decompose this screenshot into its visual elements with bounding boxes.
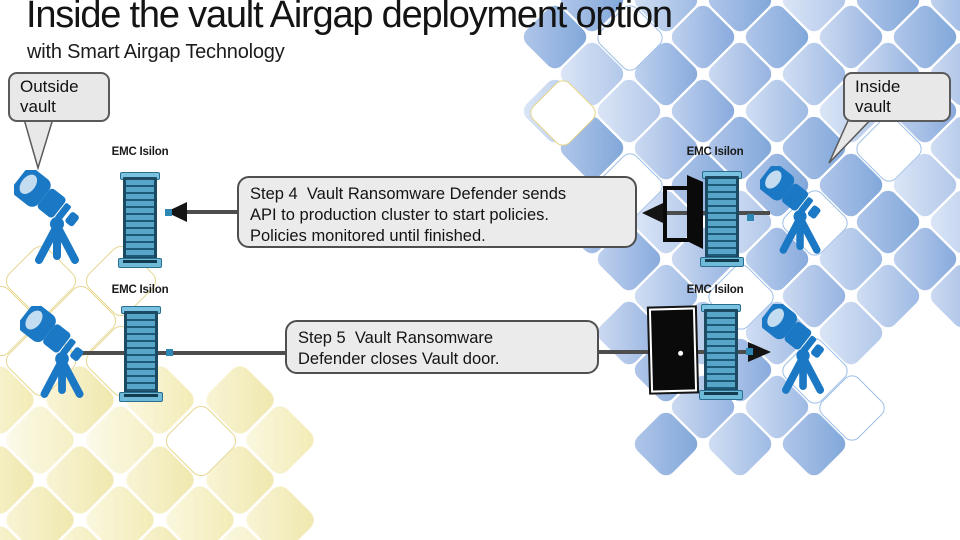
server-port [746,348,753,355]
step5-line2: Defender closes Vault door. [298,350,500,368]
door-knob [678,350,684,356]
callout-outside-vault-line2: vault [20,97,56,116]
server-label-production-row1: EMC Isilon [111,146,169,158]
page-subtitle: with Smart Airgap Technology [27,41,285,63]
server-icon-vault-row2 [698,304,753,400]
arrow-vault-to-step4-head [642,203,663,223]
server-icon-production-row2 [118,306,173,402]
server-base [119,392,163,402]
callout-outside-vault-line1: Outside [20,77,79,96]
vault-door-closed-icon [648,307,698,393]
step4-line2: API to production cluster to start polic… [250,206,549,224]
server-label-vault-row2: EMC Isilon [686,284,744,296]
step4-box: Step 4 Vault Ransomware Defender sends A… [237,176,637,248]
step4-line3: Policies monitored until finished. [250,227,486,245]
server-base [700,257,744,267]
telescope-icon-inside-row1 [760,166,821,254]
server-port [747,214,754,221]
callout-inside-vault-line1: Inside [855,77,901,96]
server-body [705,176,739,259]
callout-outside-vault: Outside vault [8,72,110,122]
server-label-vault-row1: EMC Isilon [686,146,744,158]
server-port [166,349,173,356]
arrow-step5-to-vault-head [748,342,771,362]
arrow-step4-to-production-head [166,202,187,222]
callout-inside-vault-line2: vault [855,97,891,116]
server-base [118,258,162,268]
step5-line1: Step 5 Vault Ransomware [298,329,494,347]
step5-box: Step 5 Vault Ransomware Defender closes … [285,320,599,374]
server-base [699,390,743,400]
server-body [124,311,158,394]
step4-line1: Step 4 Vault Ransomware Defender sends [250,185,567,203]
telescope-icon-outside-row1 [14,170,79,264]
server-body [704,309,738,392]
server-port [165,209,172,216]
server-icon-production-row1 [117,172,172,268]
server-icon-vault-row1 [699,171,754,267]
vault-door-open-icon [663,175,703,249]
callout-inside-vault: Inside vault [843,72,951,122]
page-title: Inside the vault Airgap deployment optio… [26,0,673,36]
server-label-production-row2: EMC Isilon [111,284,169,296]
telescope-icon-outside-row2 [20,306,84,398]
telescope-icon-inside-row2 [762,304,825,394]
server-body [123,177,157,260]
